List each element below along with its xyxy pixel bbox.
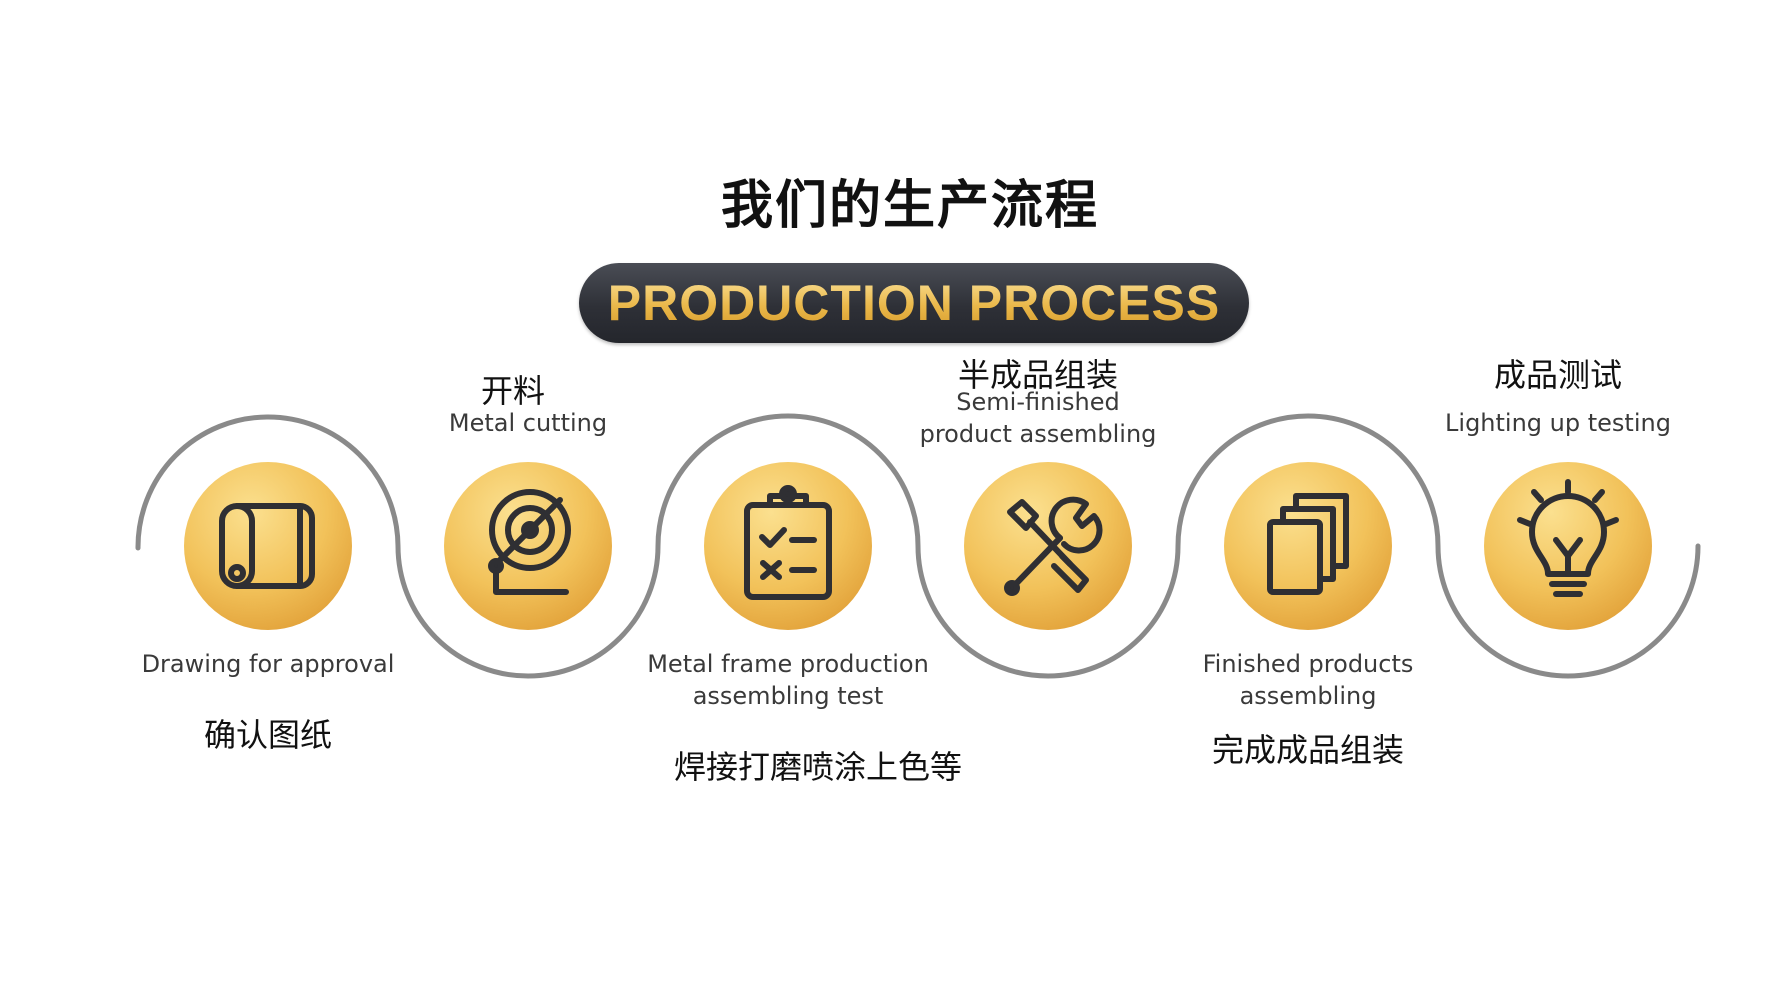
step-4-label-en-line1: Semi-finished [956, 388, 1120, 416]
clipboard-checklist-icon [744, 485, 832, 600]
cutting-saw-icon [488, 489, 571, 595]
step-2-label-en: Metal cutting [448, 409, 608, 437]
step-6-circle [1484, 462, 1652, 630]
light-bulb-icon [1517, 479, 1619, 597]
stacked-pages-icon [1267, 493, 1349, 595]
step-1-label-cn: 确认图纸 [203, 716, 332, 754]
step-4-label-cn: 半成品组装 [957, 356, 1118, 394]
wave-connector [135, 413, 1701, 679]
production-process-banner: PRODUCTION PROCESS [579, 263, 1249, 343]
step-1-label-en: Drawing for approval [141, 650, 395, 678]
step-4-label-en-line2: product assembling [919, 420, 1157, 448]
banner-label: PRODUCTION PROCESS [607, 275, 1221, 331]
step-3-label-en-line2: assembling test [692, 682, 884, 710]
step-1-circle [184, 462, 352, 630]
step-6-label-cn: 成品测试 [1493, 356, 1622, 394]
step-5-circle [1224, 462, 1392, 630]
step-3-label-cn: 焊接打磨喷涂上色等 [673, 748, 962, 786]
step-4-circle [964, 462, 1132, 630]
step-5-label-en-line1: Finished products [1202, 650, 1414, 678]
step-5-label-cn: 完成成品组装 [1211, 731, 1404, 769]
step-6-label-en: Lighting up testing [1445, 409, 1671, 437]
page-title: 我们的生产流程 [720, 176, 1099, 236]
tools-wrench-screwdriver-icon [1004, 496, 1103, 596]
step-5-label-en-line2: assembling [1239, 682, 1377, 710]
step-3-label-en-line1: Metal frame production [647, 650, 929, 678]
step-2-label-cn: 开料 [480, 372, 545, 410]
scroll-blueprint-icon [219, 503, 315, 589]
step-2-circle [444, 462, 612, 630]
